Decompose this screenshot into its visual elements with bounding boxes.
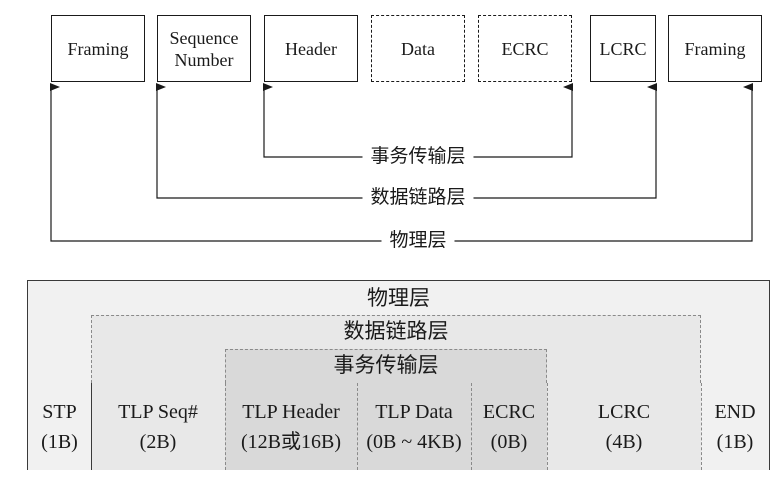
lcrc-box: LCRC [590,15,656,82]
field-tlp-header: TLP Header (12B或16B) [225,383,357,470]
field-name: TLP Header [242,400,340,423]
data-link-layer-title: 数据链路层 [343,319,449,343]
field-size: (1B) [716,430,754,453]
field-name: END [714,400,756,423]
data-link-layer-label: 数据链路层 [362,187,474,209]
framing-start-box: Framing [51,15,145,82]
physical-layer-label: 物理层 [381,230,455,252]
field-size: (0B) [490,430,528,453]
field-end: END (1B) [701,383,769,470]
data-box: Data [371,15,465,82]
transaction-layer-title: 事务传输层 [333,353,439,377]
divider-seq [225,383,226,470]
header-box: Header [264,15,358,82]
divider-ecrc [547,383,548,470]
data-link-layer-bracket [156,83,657,199]
field-tlp-data: TLP Data (0B ~ 4KB) [357,383,471,470]
field-stp: STP (1B) [28,383,91,470]
divider-stp [91,383,92,470]
field-size: (4B) [605,430,643,453]
framing-end-box: Framing [668,15,762,82]
field-name: TLP Seq# [118,400,198,423]
field-ecrc: ECRC (0B) [471,383,547,470]
field-name: LCRC [597,400,651,423]
field-tlp-seq: TLP Seq# (2B) [91,383,225,470]
field-name: TLP Data [375,400,453,423]
sequence-number-box: Sequence Number [157,15,251,82]
field-size: (1B) [41,430,78,453]
packet-structure-table: 物理层 数据链路层 事务传输层 STP (1B) TLP Seq# (2B) T… [27,280,770,470]
field-name: STP [42,400,77,423]
field-size: (2B) [139,430,177,453]
divider-lcrc [701,383,702,470]
transaction-layer-band: 事务传输层 [225,349,547,383]
field-lcrc: LCRC (4B) [547,383,701,470]
field-name: ECRC [482,400,536,423]
physical-layer-title: 物理层 [367,286,430,310]
divider-header [357,383,358,470]
field-size: (12B或16B) [241,430,341,453]
field-size: (0B ~ 4KB) [366,430,462,453]
transaction-layer-label: 事务传输层 [362,146,474,168]
ecrc-box: ECRC [478,15,572,82]
divider-data [471,383,472,470]
